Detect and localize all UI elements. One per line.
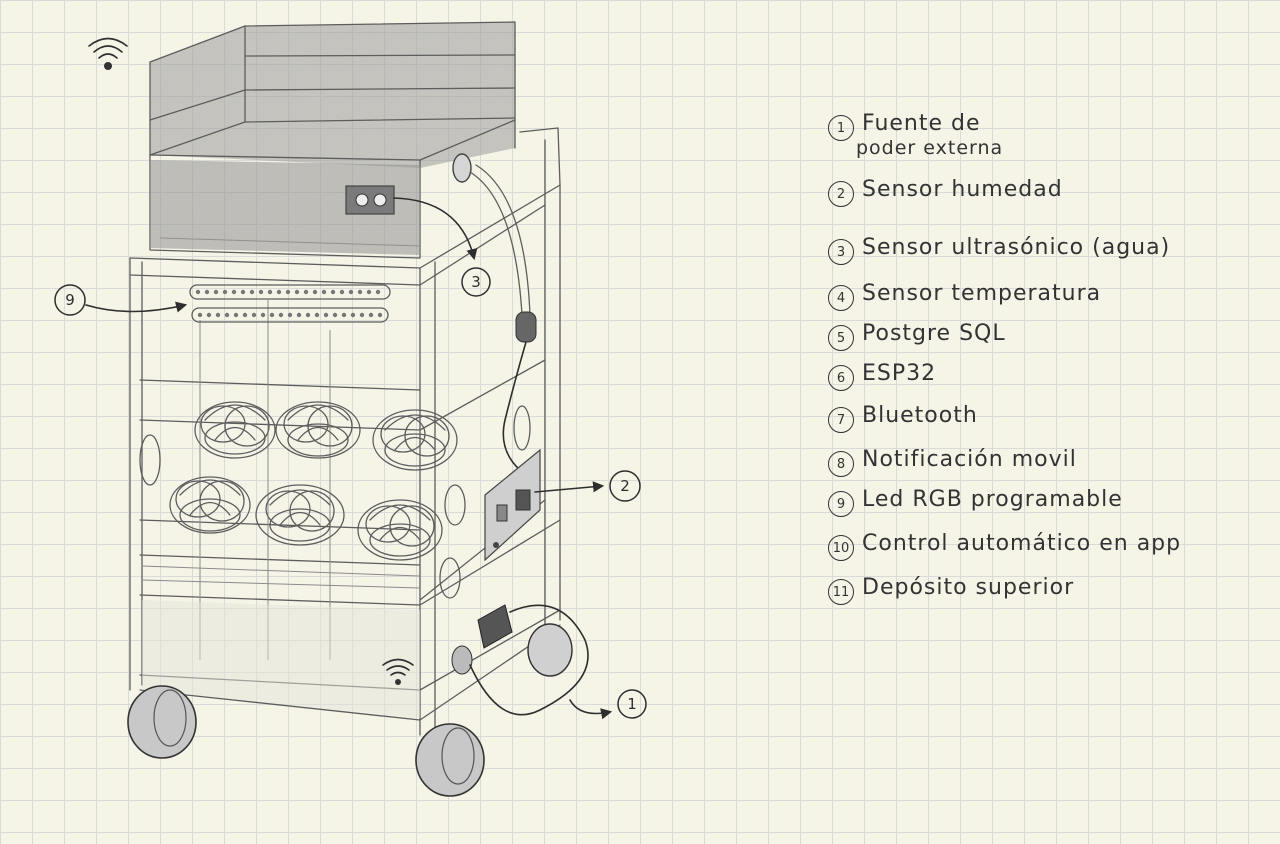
- legend-number: 4: [828, 285, 854, 311]
- led-dot: [313, 290, 317, 294]
- humidity-sensor-box: [485, 450, 602, 560]
- legend-item-1: 1 Fuente depoder externa: [828, 112, 1003, 160]
- legend-item-7: 7 Bluetooth: [828, 404, 978, 433]
- led-strips: [190, 285, 390, 322]
- led-dot: [259, 290, 263, 294]
- led-dot: [252, 313, 256, 317]
- legend-item-9: 9 Led RGB programable: [828, 488, 1123, 517]
- led-dot: [378, 313, 382, 317]
- legend-number: 10: [828, 535, 854, 561]
- led-dot: [306, 313, 310, 317]
- svg-text:2: 2: [620, 477, 630, 495]
- legend-label: Notificación movil: [862, 448, 1077, 472]
- legend-label: Bluetooth: [862, 404, 978, 428]
- led-dot: [367, 290, 371, 294]
- legend-label: Control automático en app: [862, 532, 1181, 556]
- legend-item-11: 11 Depósito superior: [828, 576, 1074, 605]
- led-dot: [342, 313, 346, 317]
- callout-9: 9: [55, 285, 185, 315]
- led-dot: [205, 290, 209, 294]
- legend-item-2: 2 Sensor humedad: [828, 178, 1063, 207]
- led-dot: [340, 290, 344, 294]
- wifi-icon: [89, 39, 127, 71]
- led-dot: [223, 290, 227, 294]
- led-dot: [297, 313, 301, 317]
- led-dot: [268, 290, 272, 294]
- led-dot: [232, 290, 236, 294]
- led-dot: [349, 290, 353, 294]
- legend-label: Sensor ultrasónico (agua): [862, 236, 1170, 260]
- legend-number: 8: [828, 451, 854, 477]
- led-dot: [331, 290, 335, 294]
- led-dot: [286, 290, 290, 294]
- legend-item-3: 3 Sensor ultrasónico (agua): [828, 236, 1170, 265]
- led-dot: [261, 313, 265, 317]
- legend-label: Sensor humedad: [862, 178, 1063, 202]
- led-dot: [270, 313, 274, 317]
- led-dot: [241, 290, 245, 294]
- led-dot: [376, 290, 380, 294]
- legend-item-6: 6 ESP32: [828, 362, 936, 391]
- legend-number: 3: [828, 239, 854, 265]
- legend-label: Depósito superior: [862, 576, 1074, 600]
- led-dot: [277, 290, 281, 294]
- led-dot: [250, 290, 254, 294]
- led-dot: [324, 313, 328, 317]
- led-dot: [295, 290, 299, 294]
- svg-text:9: 9: [65, 291, 75, 309]
- legend-item-4: 4 Sensor temperatura: [828, 282, 1101, 311]
- led-dot: [360, 313, 364, 317]
- led-dot: [234, 313, 238, 317]
- svg-text:1: 1: [627, 695, 637, 713]
- led-dot: [243, 313, 247, 317]
- callout-1: 1: [618, 690, 646, 718]
- legend-label: Led RGB programable: [862, 488, 1123, 512]
- legend-item-5: 5 Postgre SQL: [828, 322, 1006, 351]
- led-dot: [304, 290, 308, 294]
- legend-number: 7: [828, 407, 854, 433]
- legend-number: 5: [828, 325, 854, 351]
- svg-text:3: 3: [471, 273, 481, 291]
- upper-tank: [150, 22, 515, 258]
- legend-label: Sensor temperatura: [862, 282, 1101, 306]
- led-dot: [279, 313, 283, 317]
- temperature-probe: [453, 154, 536, 470]
- legend-label: Fuente de: [862, 111, 981, 136]
- led-dot: [198, 313, 202, 317]
- callout-2: 2: [610, 471, 640, 501]
- callout-3: 3: [462, 268, 490, 296]
- legend-number: 6: [828, 365, 854, 391]
- led-dot: [358, 290, 362, 294]
- led-dot: [351, 313, 355, 317]
- led-dot: [196, 290, 200, 294]
- legend-number: 2: [828, 181, 854, 207]
- led-dot: [315, 313, 319, 317]
- led-dot: [333, 313, 337, 317]
- led-dot: [369, 313, 373, 317]
- legend-label: ESP32: [862, 362, 936, 386]
- led-dot: [288, 313, 292, 317]
- led-dot: [225, 313, 229, 317]
- led-dot: [216, 313, 220, 317]
- legend-number: 1: [828, 115, 854, 141]
- led-dot: [322, 290, 326, 294]
- legend-label-line2: poder externa: [856, 136, 1003, 160]
- legend-number: 9: [828, 491, 854, 517]
- legend-item-10: 10 Control automático en app: [828, 532, 1181, 561]
- legend-label: Postgre SQL: [862, 322, 1006, 346]
- legend-item-8: 8 Notificación movil: [828, 448, 1077, 477]
- led-dot: [214, 290, 218, 294]
- legend-number: 11: [828, 579, 854, 605]
- side-tubes: [140, 406, 530, 598]
- led-dot: [207, 313, 211, 317]
